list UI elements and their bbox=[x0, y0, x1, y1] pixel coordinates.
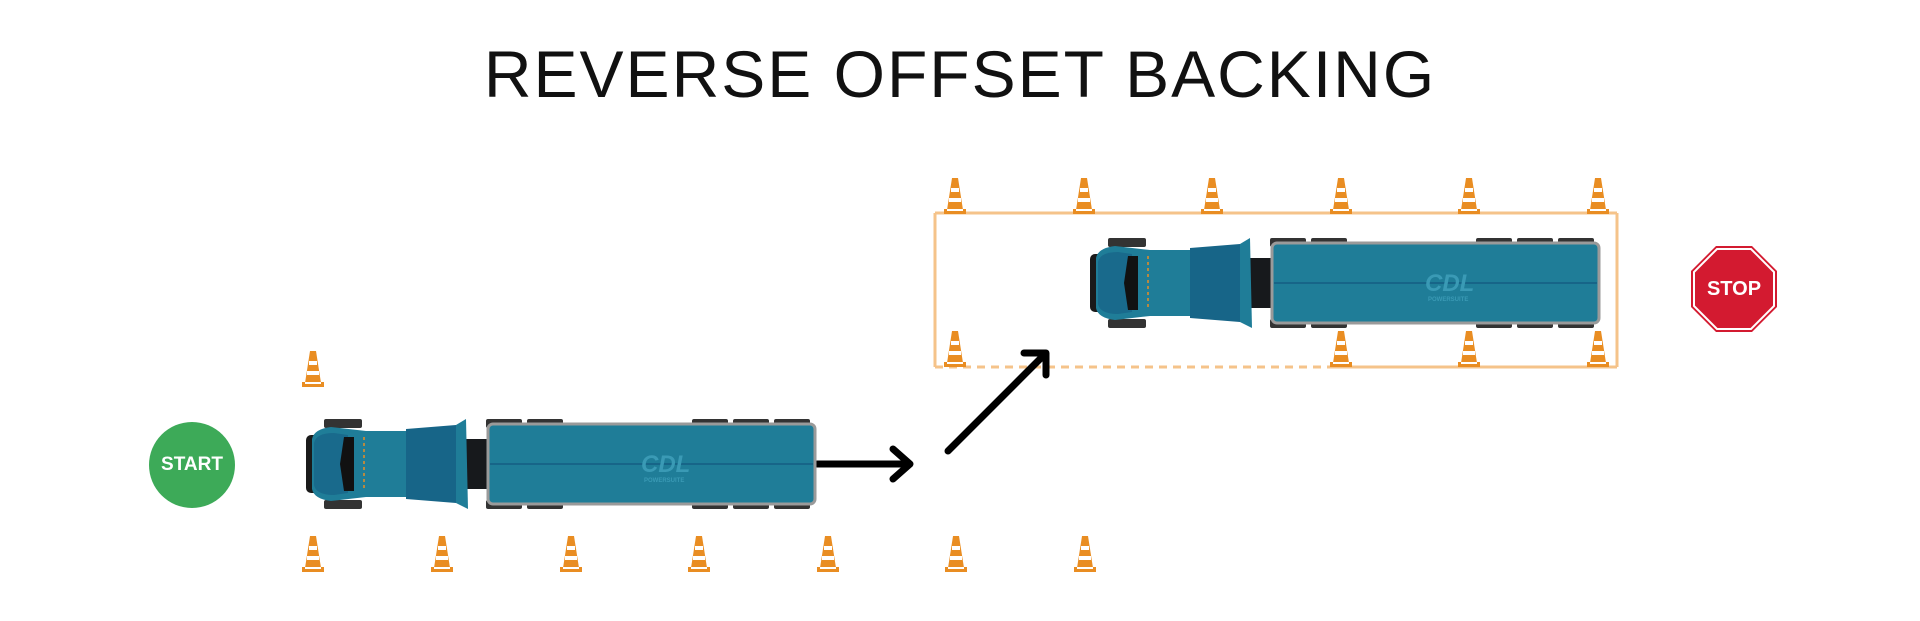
traffic-cone-icon bbox=[431, 536, 453, 572]
truck-logo-subtext: POWERSUITE bbox=[644, 478, 684, 484]
offset-lane-box bbox=[933, 211, 1619, 369]
traffic-cone-icon bbox=[1073, 178, 1095, 214]
traffic-cone-icon bbox=[1330, 178, 1352, 214]
arrow-right-icon bbox=[813, 445, 914, 483]
traffic-cone-icon bbox=[1587, 178, 1609, 214]
traffic-cone-icon bbox=[1201, 178, 1223, 214]
traffic-cone-icon bbox=[688, 536, 710, 572]
traffic-cone-icon bbox=[945, 536, 967, 572]
traffic-cone-icon bbox=[302, 351, 324, 387]
truck-start-position: CDL POWERSUITE bbox=[306, 419, 818, 514]
traffic-cone-icon bbox=[1330, 331, 1352, 367]
traffic-cone-icon bbox=[1587, 331, 1609, 367]
octagon-icon bbox=[1691, 246, 1777, 332]
start-label: START bbox=[161, 454, 223, 475]
start-sign: START bbox=[149, 422, 235, 508]
page-title: REVERSE OFFSET BACKING bbox=[483, 37, 1437, 111]
traffic-cone-icon bbox=[1458, 331, 1480, 367]
traffic-cone-icon bbox=[817, 536, 839, 572]
truck-end-position: CDL POWERSUITE bbox=[1090, 238, 1602, 333]
stop-sign: STOP bbox=[1690, 245, 1778, 333]
traffic-cone-icon bbox=[1074, 536, 1096, 572]
traffic-cone-icon bbox=[944, 331, 966, 367]
truck-logo-subtext: POWERSUITE bbox=[1428, 297, 1468, 303]
truck-logo-text: CDL bbox=[641, 451, 690, 478]
truck-logo-text: CDL bbox=[1425, 270, 1474, 297]
stop-label: STOP bbox=[1706, 277, 1762, 300]
traffic-cone-icon bbox=[560, 536, 582, 572]
traffic-cone-icon bbox=[944, 178, 966, 214]
traffic-cone-icon bbox=[302, 536, 324, 572]
arrow-diagonal-icon bbox=[944, 349, 1050, 455]
traffic-cone-icon bbox=[1458, 178, 1480, 214]
